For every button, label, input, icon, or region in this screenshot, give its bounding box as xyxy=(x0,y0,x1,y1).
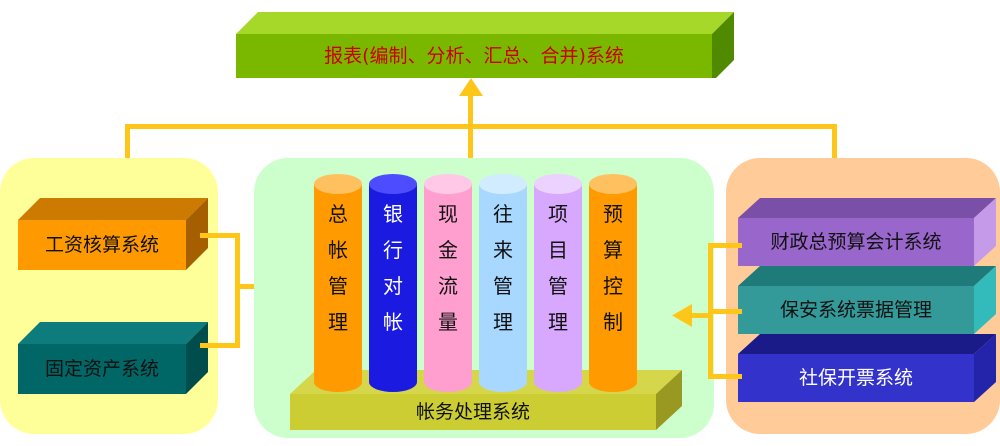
salary-accounting-label: 工资核算系统 xyxy=(44,234,159,256)
connector-left-vertical xyxy=(235,233,240,348)
connector-assets-out xyxy=(200,343,240,348)
connector-fiscal-in xyxy=(708,243,742,248)
cylinder-project-management: 项 目 管 理 xyxy=(534,174,582,392)
cylinder-cash-flow: 现 金 流 量 xyxy=(424,174,472,392)
social-security-invoicing-label: 社保开票系统 xyxy=(798,367,913,389)
cylinder-shape xyxy=(534,174,582,392)
cylinder-shape xyxy=(424,174,472,392)
cylinder-bank-reconciliation: 银 行 对 帐 xyxy=(369,174,417,392)
fixed-assets-label: 固定资产系统 xyxy=(44,358,159,380)
cylinder-general-ledger-label: 总 帐 管 理 xyxy=(328,202,348,334)
salary-box-shape xyxy=(18,198,208,270)
cylinder-project-management-label: 项 目 管 理 xyxy=(548,202,568,334)
cylinder-bank-reconciliation-label: 银 行 对 帐 xyxy=(383,202,403,334)
cylinder-shape xyxy=(314,174,362,392)
ledger-processing-label: 帐务处理系统 xyxy=(415,401,530,423)
connector-security-in xyxy=(708,309,742,314)
cylinder-receivables-payables: 往 来 管 理 xyxy=(479,174,527,392)
cylinder-general-ledger: 总 帐 管 理 xyxy=(314,174,362,392)
report-system-label: 报表(编制、分析、汇总、合并)系统 xyxy=(324,45,624,67)
cylinder-shape xyxy=(479,174,527,392)
connector-left-up xyxy=(125,124,130,162)
fiscal-budget-accounting-box: 财政总预算会计系统 xyxy=(738,196,996,266)
connector-salary-out xyxy=(200,233,240,238)
cylinder-cash-flow-label: 现 金 流 量 xyxy=(438,202,458,334)
social-box-shape xyxy=(738,334,996,402)
fiscal-box-shape xyxy=(738,198,996,266)
security-box-shape xyxy=(738,266,996,334)
cylinder-receivables-payables-label: 往 来 管 理 xyxy=(493,202,513,334)
salary-accounting-box: 工资核算系统 xyxy=(18,196,208,270)
fixed-assets-box-shape xyxy=(18,322,208,394)
arrow-left-icon xyxy=(672,304,692,327)
fixed-assets-box: 固定资产系统 xyxy=(18,320,208,394)
connector-top-horizontal xyxy=(125,124,837,129)
connector-right-up xyxy=(832,124,837,162)
arrow-up-icon xyxy=(459,78,483,96)
cylinder-budget-control: 预 算 控 制 xyxy=(589,174,637,392)
report-box-shape xyxy=(236,12,734,78)
connector-social-in xyxy=(708,374,742,379)
security-ticket-management-label: 保安系统票据管理 xyxy=(779,299,932,321)
cylinder-budget-control-label: 预 算 控 制 xyxy=(603,202,623,334)
connector-right-to-center xyxy=(686,313,713,318)
report-system-box: 报表(编制、分析、汇总、合并)系统 xyxy=(236,6,736,78)
security-ticket-management-box: 保安系统票据管理 xyxy=(738,264,996,334)
cylinder-shape xyxy=(369,174,417,392)
cylinder-shape xyxy=(589,174,637,392)
fiscal-budget-accounting-label: 财政总预算会计系统 xyxy=(770,231,942,253)
social-security-invoicing-box: 社保开票系统 xyxy=(738,332,996,402)
